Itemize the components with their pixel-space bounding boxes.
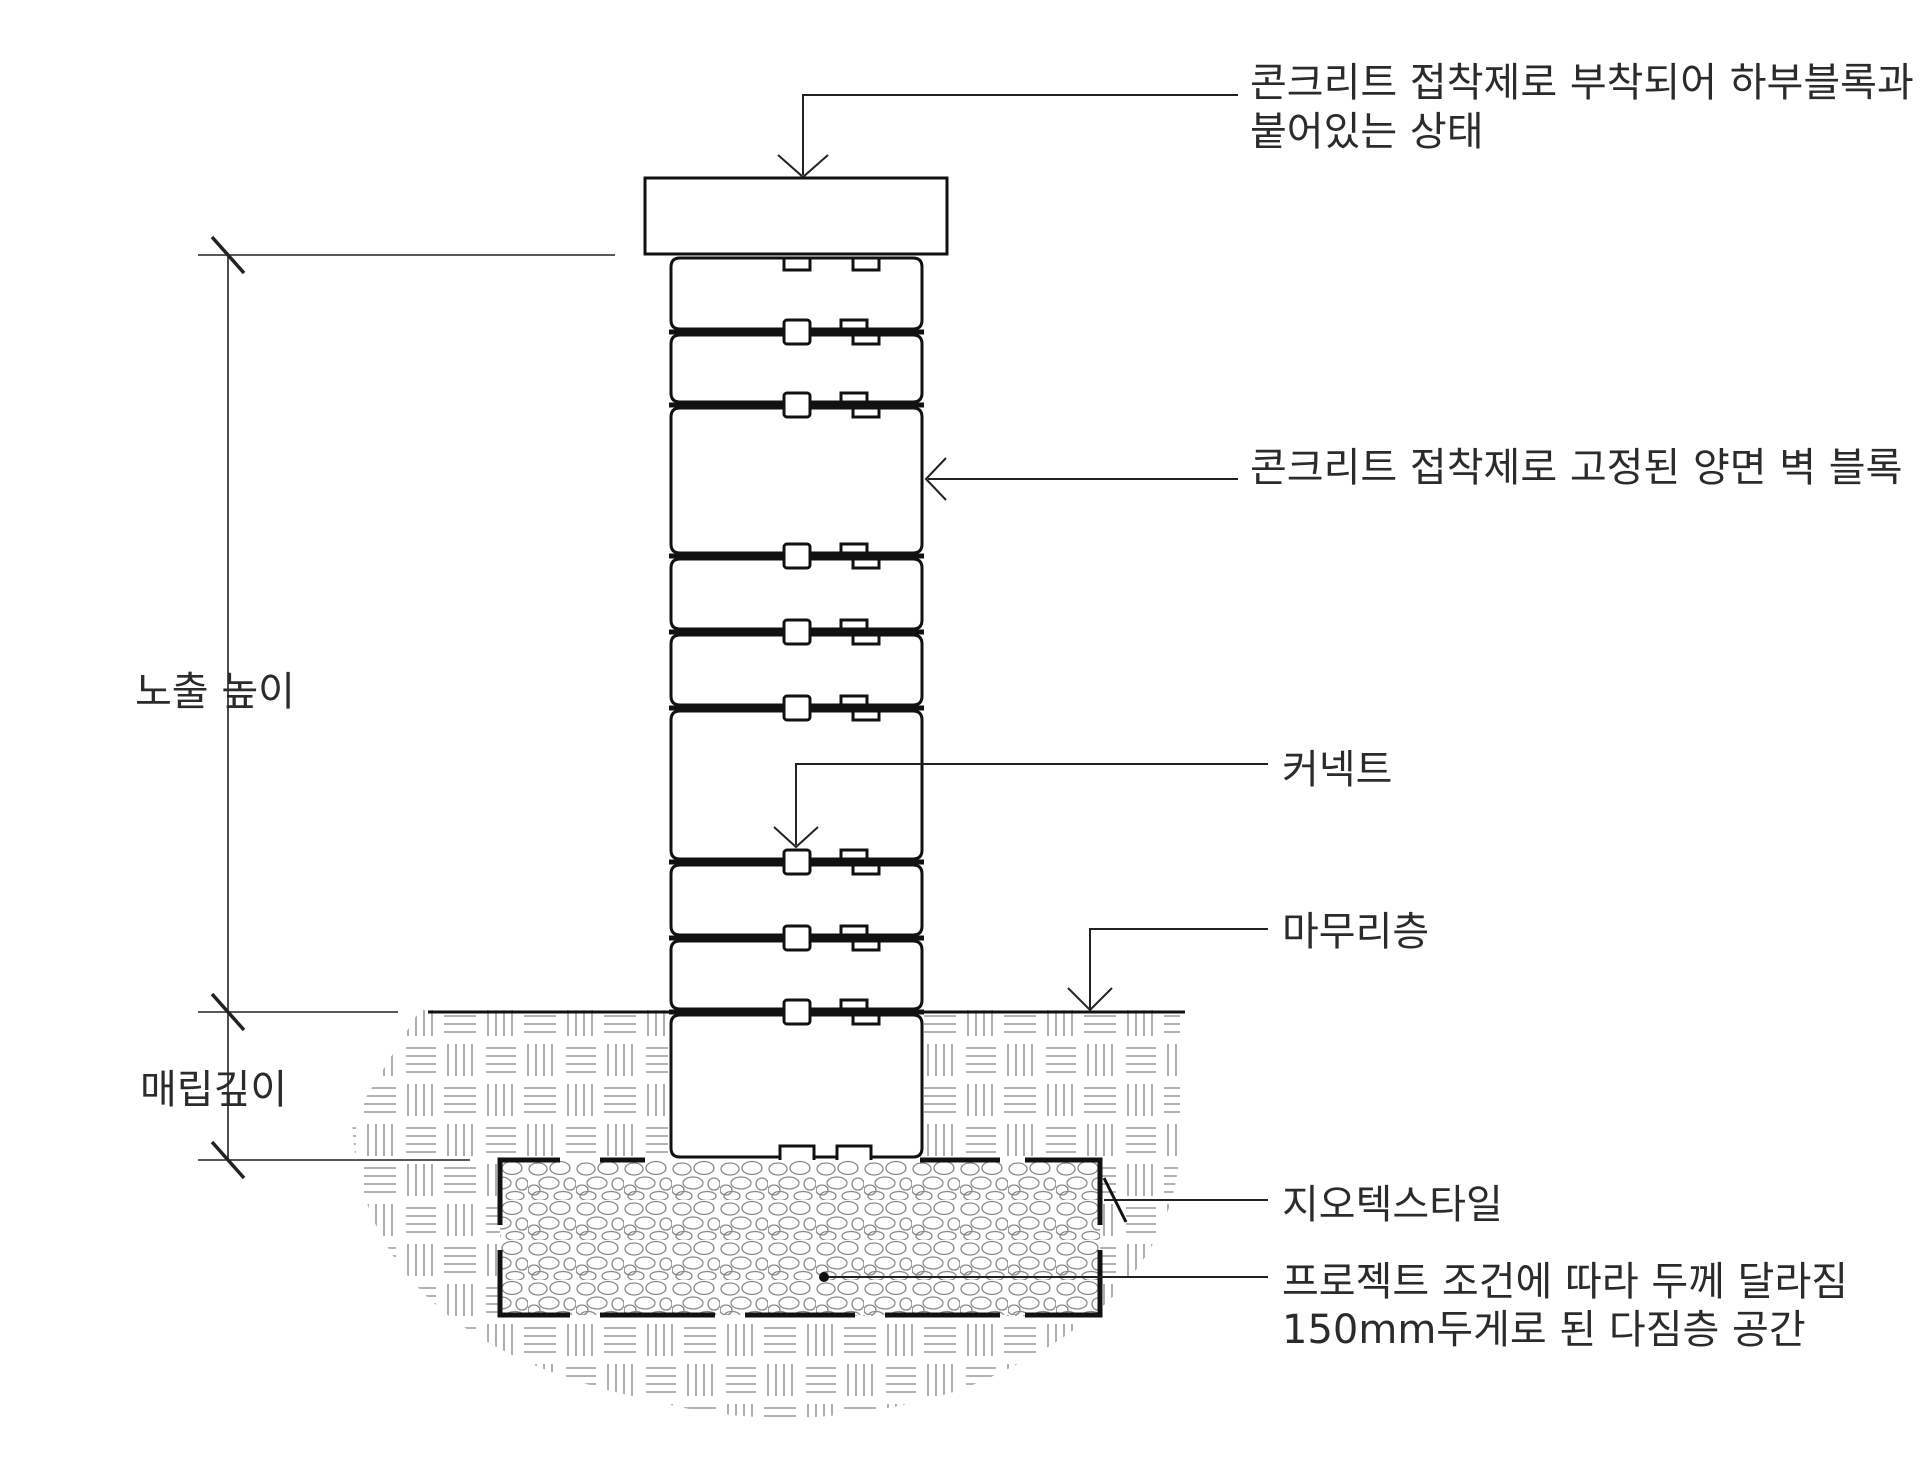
- connector-leader-arrowhead: [773, 826, 819, 849]
- connector-slot: [839, 618, 881, 646]
- cap-block: [643, 176, 949, 256]
- geotextile-wrap: [497, 1157, 1103, 1318]
- finish-leader-arrowhead: [1067, 987, 1113, 1012]
- bottom-tab: [778, 1144, 816, 1160]
- geotextile-label: 지오텍스타일: [1282, 1182, 1503, 1228]
- cap-leader-line: [802, 94, 1238, 175]
- connector-slot: [839, 998, 881, 1026]
- wall-block: [669, 557, 924, 631]
- dimension-tick-top: [210, 235, 246, 275]
- top-notch: [782, 258, 812, 272]
- connector-slot: [839, 924, 881, 952]
- connector-pin: [782, 391, 812, 419]
- wall-block: [669, 863, 924, 937]
- connector-label: 커넥트: [1282, 747, 1392, 793]
- connector-slot: [839, 391, 881, 419]
- wall-block: [669, 333, 924, 404]
- connector-leader-line: [795, 763, 1268, 845]
- cap-leader-arrowhead: [777, 154, 829, 179]
- compacted-gravel-base: [500, 1160, 1100, 1315]
- blocks-note: 콘크리트 접착제로 고정된 양면 벽 블록: [1250, 445, 1902, 491]
- finish-leader-line: [1089, 928, 1268, 1010]
- connector-slot: [839, 848, 881, 876]
- wall-block: [669, 1013, 924, 1159]
- wall-block: [669, 256, 924, 331]
- dimension-tick-bottom: [210, 1140, 246, 1180]
- dimension-tick-mid: [210, 992, 246, 1032]
- connector-pin: [782, 998, 812, 1026]
- blocks-leader-arrowhead: [924, 457, 947, 501]
- connector-pin: [782, 848, 812, 876]
- embed-depth-label: 매립깊이: [140, 1067, 287, 1113]
- base-note-line1: 프로젝트 조건에 따라 두께 달라짐: [1282, 1259, 1848, 1305]
- connector-pin: [782, 618, 812, 646]
- cap-note-line1: 콘크리트 접착제로 부착되어 하부블록과: [1250, 60, 1914, 106]
- wall-block: [669, 406, 924, 555]
- connector-pin: [782, 924, 812, 952]
- connector-slot: [839, 318, 881, 346]
- wall-block: [669, 633, 924, 707]
- geotextile-leader-tick: [1102, 1177, 1128, 1223]
- bottom-tab: [835, 1144, 873, 1160]
- exposed-height-label: 노출 높이: [135, 669, 295, 715]
- base-note-line2: 150mm두게로 된 다짐층 공간: [1282, 1307, 1806, 1353]
- connector-slot: [839, 694, 881, 722]
- base-leader-dot: [819, 1272, 829, 1282]
- cap-note-line2: 붙어있는 상태: [1250, 109, 1484, 155]
- connector-pin: [782, 542, 812, 570]
- wall-block: [669, 939, 924, 1011]
- connector-slot: [839, 542, 881, 570]
- connector-pin: [782, 694, 812, 722]
- connector-pin: [782, 318, 812, 346]
- top-notch: [851, 258, 881, 272]
- wall-blocks: [669, 256, 924, 1160]
- finish-layer-label: 마무리층: [1282, 909, 1429, 955]
